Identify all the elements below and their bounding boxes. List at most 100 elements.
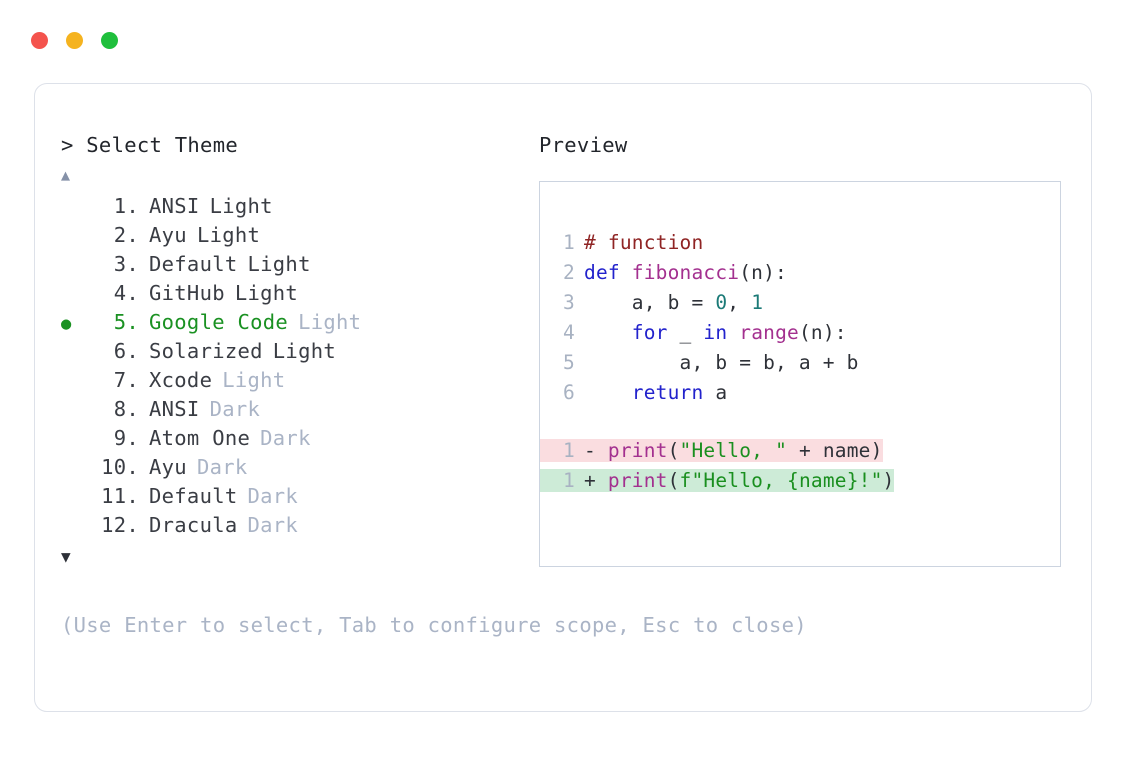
- theme-mode: Dark: [260, 426, 311, 450]
- minimize-dot[interactable]: [66, 32, 83, 49]
- code-line: 2 def fibonacci(n):: [540, 261, 1060, 291]
- diff-marker: +: [584, 469, 608, 492]
- code-token: ,: [727, 291, 752, 314]
- theme-name: Default: [149, 484, 238, 508]
- diff-block: 1- print("Hello, " + name)1+ print(f"Hel…: [540, 439, 1060, 499]
- theme-mode: Light: [272, 339, 336, 363]
- theme-mode: Light: [234, 281, 299, 305]
- code-line: 6 return a: [540, 381, 1060, 411]
- theme-index: 4.: [113, 281, 139, 305]
- preview-title: Preview: [539, 133, 628, 157]
- theme-index: 5.: [113, 310, 139, 334]
- theme-name: Xcode: [149, 368, 213, 392]
- code-token: 1: [751, 291, 764, 314]
- line-number: 5: [563, 351, 575, 374]
- theme-index: 6.: [113, 339, 139, 363]
- code-token: (n):: [798, 321, 847, 344]
- diff-highlight: 1 + print(f"Hello, {name}!"): [540, 469, 895, 492]
- code-token: # function: [584, 231, 704, 254]
- line-number: 4: [563, 321, 575, 344]
- code-token: + name): [787, 439, 883, 462]
- code-token: (: [667, 439, 680, 462]
- close-dot[interactable]: [31, 32, 48, 49]
- maximize-dot[interactable]: [101, 32, 118, 49]
- code-token: fibonacci: [631, 261, 740, 284]
- theme-name: Default: [149, 252, 238, 276]
- theme-index: 12.: [101, 513, 139, 537]
- code-token: [727, 321, 739, 344]
- code-token: 0: [715, 291, 728, 314]
- theme-name: ANSI: [149, 194, 200, 218]
- code-token: (: [667, 469, 680, 492]
- theme-index: 9.: [113, 426, 139, 450]
- theme-mode: Light: [209, 194, 273, 218]
- diff-line-minus: 1- print("Hello, " + name): [540, 439, 1060, 469]
- theme-name: Solarized: [149, 339, 263, 363]
- theme-mode: Dark: [196, 455, 248, 479]
- code-line: 3 a, b = 0, 1: [540, 291, 1060, 321]
- code-line-text: a, b = 0, 1: [584, 291, 763, 314]
- code-line: 1# function: [540, 231, 1060, 261]
- code-token: def: [584, 261, 632, 284]
- theme-list-item[interactable]: 6. Solarized Light: [61, 339, 531, 368]
- selection-bullet-icon: ●: [61, 314, 72, 334]
- theme-mode: Dark: [247, 513, 299, 537]
- theme-index: 3.: [113, 252, 139, 276]
- theme-mode: Light: [196, 223, 261, 247]
- code-line-text: return a: [584, 381, 727, 404]
- theme-name: ANSI: [149, 397, 200, 421]
- theme-name: Google Code: [149, 310, 289, 334]
- theme-mode: Dark: [209, 397, 261, 421]
- diff-line-text: print(f"Hello, {name}!"): [608, 469, 895, 492]
- theme-list-item[interactable]: 8. ANSI Dark: [61, 397, 531, 426]
- line-number: 1: [563, 439, 575, 462]
- theme-name: Ayu: [149, 223, 187, 247]
- code-line: 5 a, b = b, a + b: [540, 351, 1060, 381]
- code-token: [584, 381, 632, 404]
- code-token: in: [703, 321, 728, 344]
- scroll-down-arrow-icon[interactable]: ▼: [61, 547, 71, 566]
- theme-mode: Light: [222, 368, 286, 392]
- code-token: print: [607, 469, 668, 492]
- code-token: return: [631, 381, 704, 404]
- theme-list-item[interactable]: 2. Ayu Light: [61, 223, 531, 252]
- theme-index: 7.: [113, 368, 139, 392]
- theme-index: 10.: [101, 455, 139, 479]
- theme-index: 2.: [113, 223, 139, 247]
- diff-highlight: 1- print("Hello, " + name): [540, 439, 883, 462]
- line-number: 2: [563, 261, 575, 284]
- theme-list-item[interactable]: 7. Xcode Light: [61, 368, 531, 397]
- theme-name: Atom One: [149, 426, 251, 450]
- code-token: a: [703, 381, 728, 404]
- keyboard-hint: (Use Enter to select, Tab to configure s…: [61, 613, 807, 637]
- code-token: ): [882, 469, 895, 492]
- code-token: [584, 321, 632, 344]
- code-token: range: [739, 321, 799, 344]
- code-token: f"Hello, {name}!": [679, 469, 883, 492]
- code-line: 4 for _ in range(n):: [540, 321, 1060, 351]
- theme-name: GitHub: [149, 281, 225, 305]
- code-token: for: [631, 321, 668, 344]
- code-line-text: a, b = b, a + b: [584, 351, 859, 374]
- line-number: 1: [563, 469, 575, 492]
- theme-list-item[interactable]: 9. Atom One Dark: [61, 426, 531, 455]
- code-line-text: def fibonacci(n):: [584, 261, 787, 284]
- theme-index: 8.: [113, 397, 139, 421]
- window-controls: [31, 32, 118, 49]
- code-token: a, b =: [584, 291, 716, 314]
- line-number: 3: [563, 291, 575, 314]
- line-number: 6: [563, 381, 575, 404]
- scroll-up-arrow-icon[interactable]: ▲: [61, 166, 71, 184]
- theme-list-item[interactable]: 4. GitHub Light: [61, 281, 531, 310]
